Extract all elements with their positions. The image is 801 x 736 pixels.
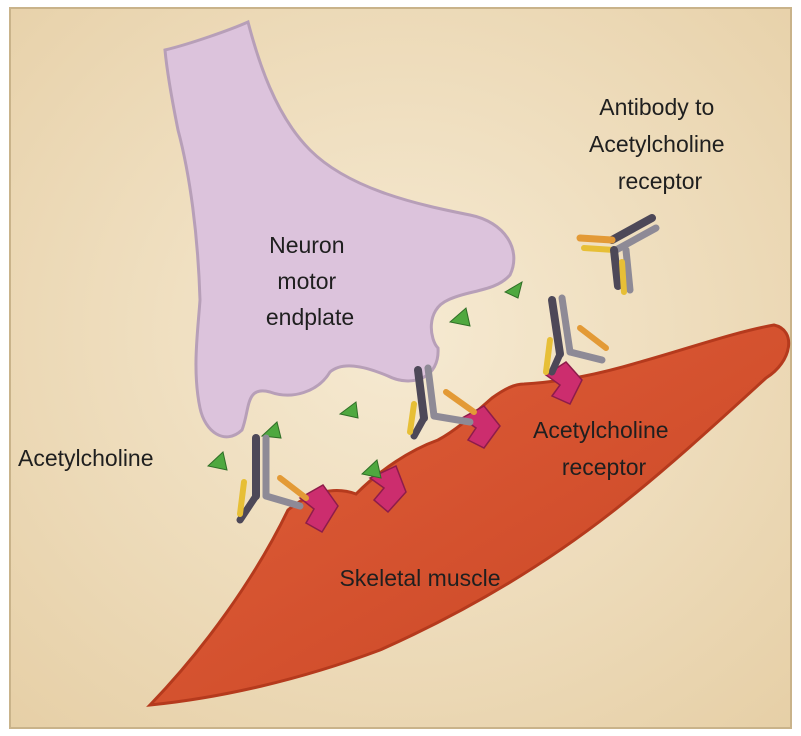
acetylcholine-label: Acetylcholine (18, 445, 154, 471)
antibody-label-line-3: receptor (618, 168, 703, 194)
receptor-label-line-1: Acetylcholine (533, 417, 669, 443)
receptor-label-line-2: receptor (562, 454, 647, 480)
neuron-label-line-1: Neuron (269, 232, 344, 258)
neuron-label: Neuron motor endplate (266, 232, 354, 330)
antibody-label-line-1: Antibody to (599, 94, 714, 120)
antibody-label-line-2: Acetylcholine (589, 131, 725, 157)
neuron-label-line-2: motor (277, 268, 336, 294)
muscle-label: Skeletal muscle (339, 565, 500, 591)
neuron-label-line-3: endplate (266, 304, 354, 330)
